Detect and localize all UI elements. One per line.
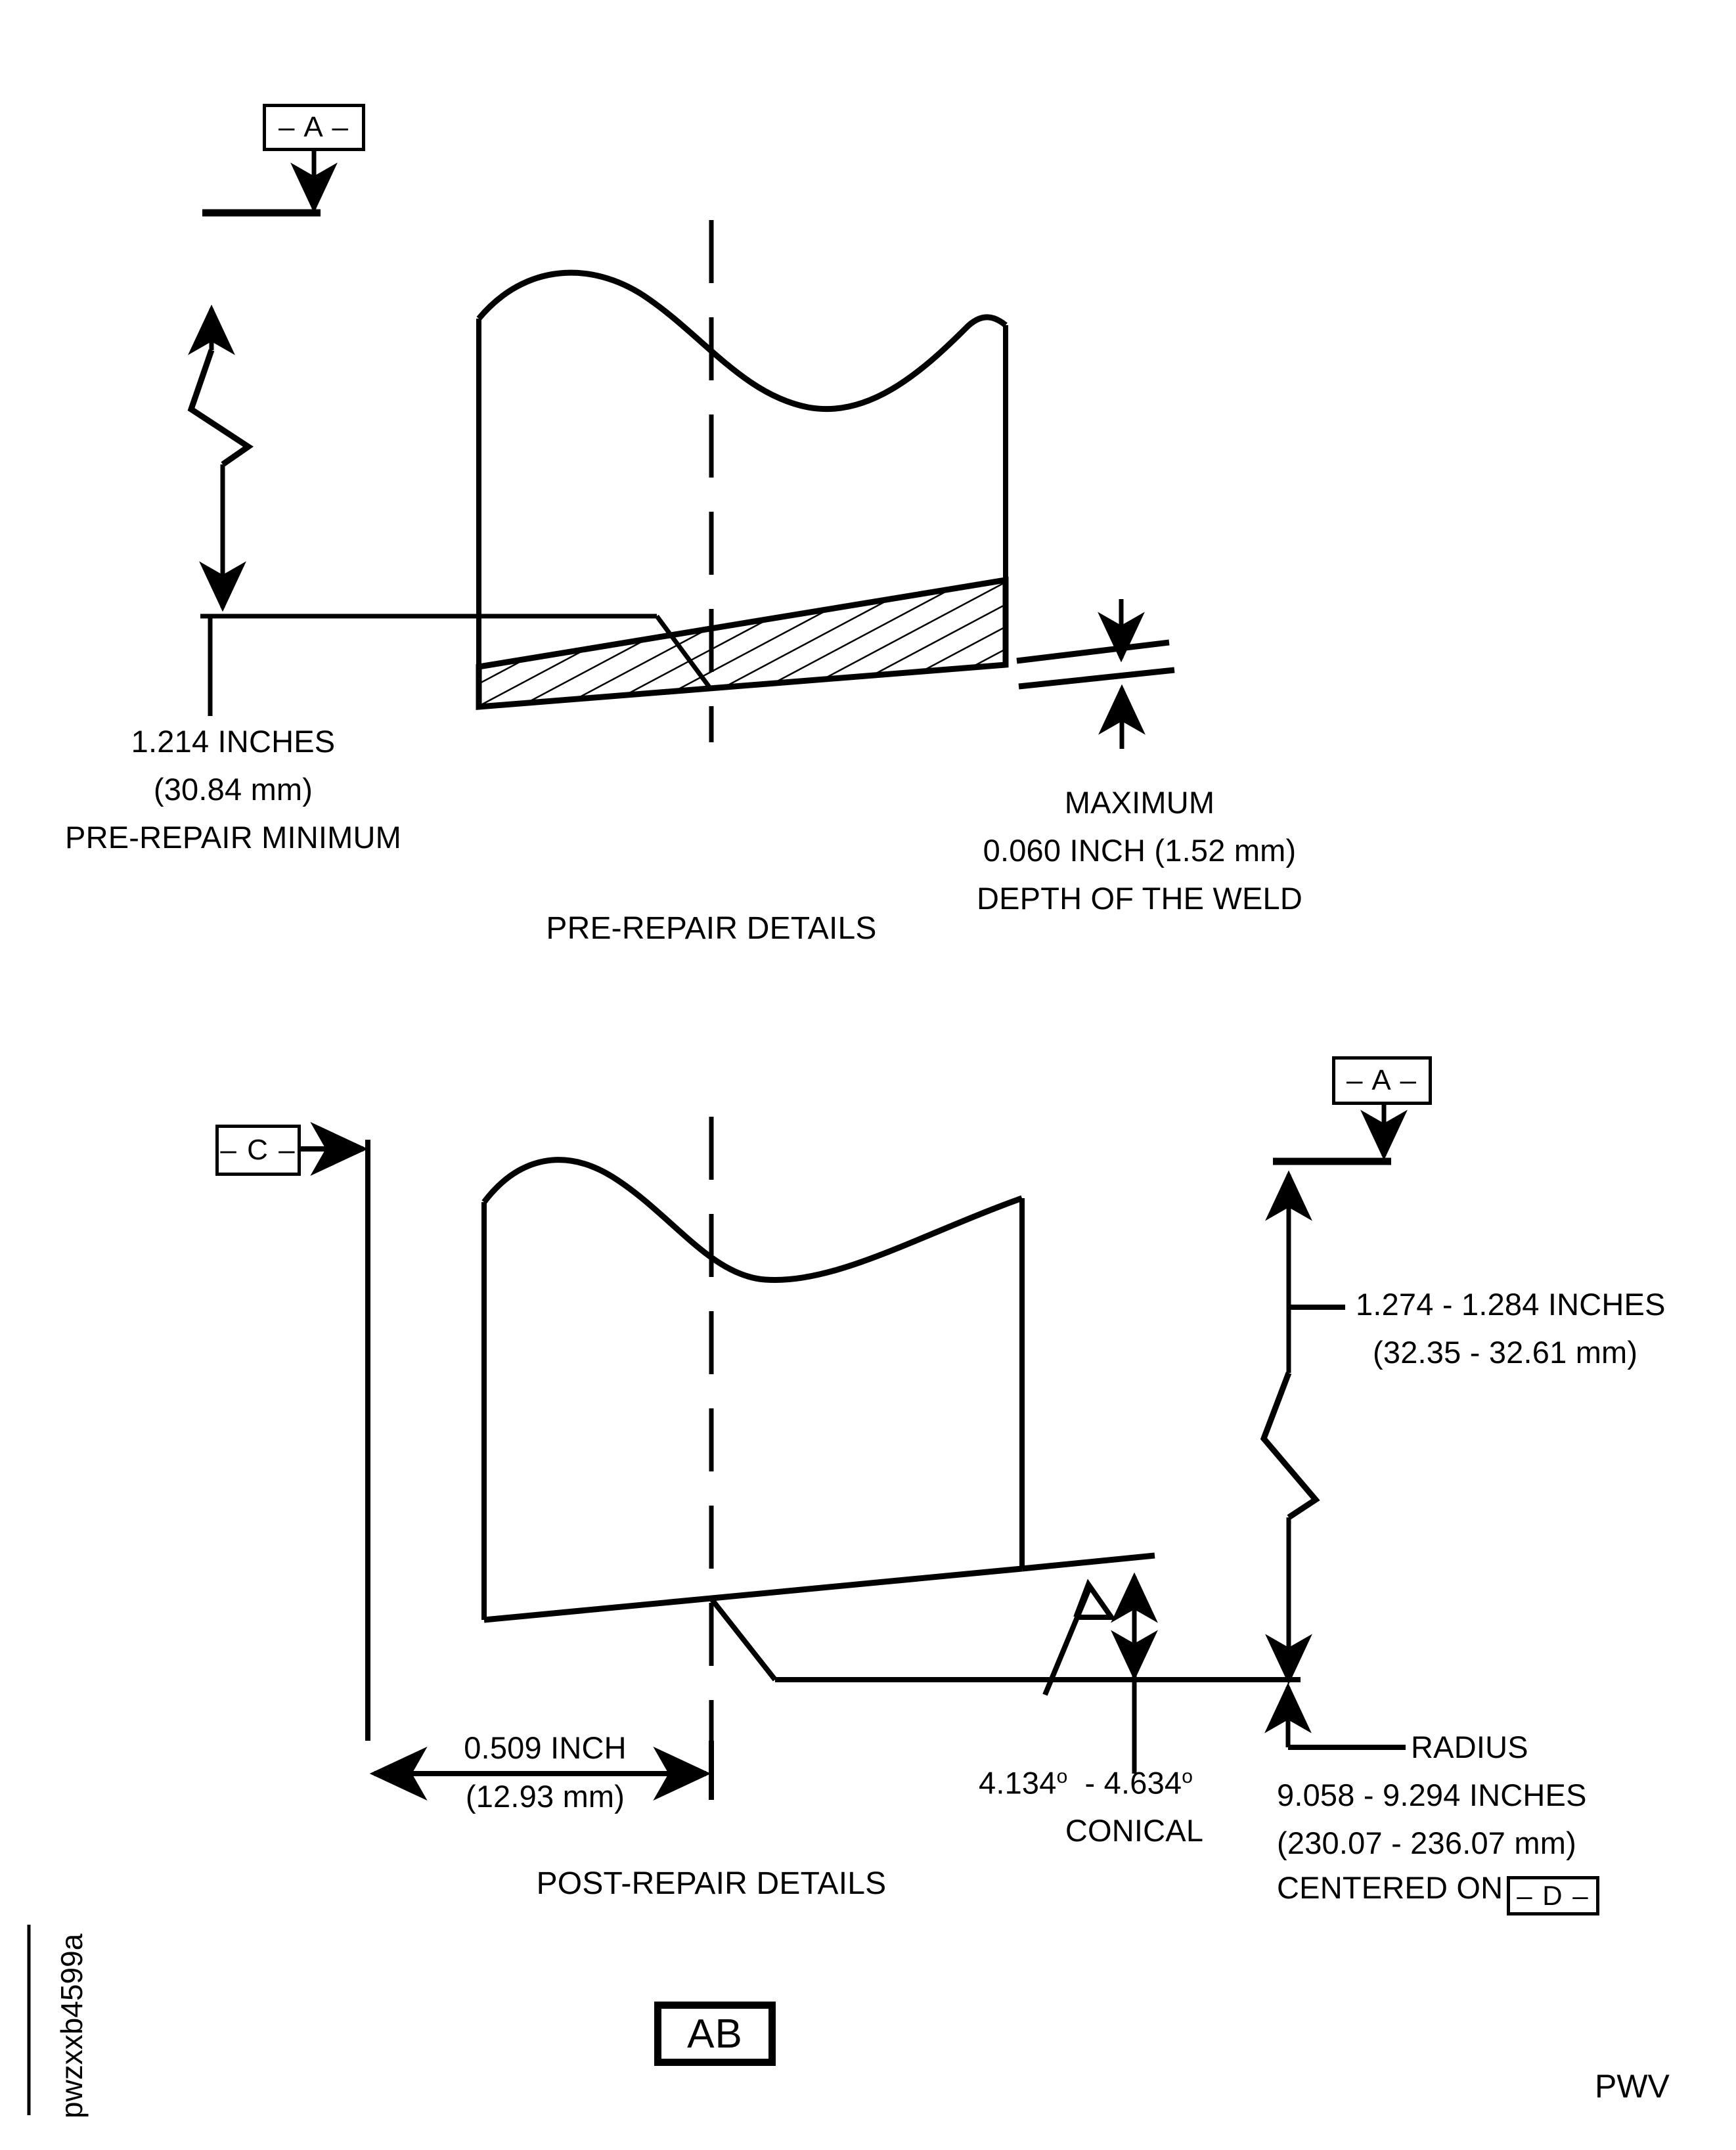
weld-band-bottom-extension-pre (1018, 667, 1175, 690)
figure-tag-label: AB (687, 2011, 743, 2057)
radius-note-line1: RADIUS (1411, 1730, 1528, 1764)
datum-feature-c-post: – C – (215, 1125, 301, 1176)
conical-angle-label: CONICAL (1065, 1813, 1204, 1848)
conical-angle-values: 4.134o- 4.634o (979, 1767, 1193, 1799)
weld-band-top-extension-pre (1016, 639, 1170, 664)
conical-angle-min: 4.134 (979, 1765, 1057, 1801)
radius-note-line4-row: CENTERED ON– D – (1277, 1872, 1599, 1915)
datum-feature-d-post: – D – (1507, 1876, 1599, 1915)
part-bottom-slope-post (483, 1565, 1023, 1623)
weld-depth-note-line2: 0.060 INCH (1.52 mm) (983, 833, 1297, 868)
post-repair-view-title: POST-REPAIR DETAILS (536, 1866, 887, 1901)
datum-a-label-post: – A – (1347, 1064, 1417, 1096)
part-bottom-jog-post (709, 1597, 778, 1682)
pre-repair-min-dim-line1: 1.214 INCHES (131, 724, 336, 759)
pre-repair-min-dim-line2: (30.84 mm) (153, 772, 313, 807)
radius-note-line2: 9.058 - 9.294 INCHES (1277, 1778, 1587, 1812)
conical-angle-max: 4.634 (1103, 1765, 1182, 1801)
datum-feature-a-pre: – A – (263, 104, 365, 151)
degree-symbol-min-icon: o (1056, 1766, 1068, 1787)
weld-depth-note-line1: MAXIMUM (1064, 785, 1215, 820)
pre-repair-view (187, 151, 1175, 749)
part-top-break-wave-pre (476, 269, 1008, 413)
datum-c-label-post: – C – (220, 1134, 296, 1166)
sheet-code-vertical: pwzxxb4599a (55, 1933, 89, 2118)
conical-angle-separator: - (1084, 1765, 1096, 1801)
post-repair-view (299, 1093, 1408, 1801)
break-symbol-pre (187, 349, 254, 467)
post-repair-height-dim-line2: (32.35 - 32.61 mm) (1373, 1335, 1638, 1370)
pre-repair-view-title: PRE-REPAIR DETAILS (546, 911, 877, 946)
weld-depth-note-line3: DEPTH OF THE WELD (976, 881, 1303, 916)
post-repair-height-dim-line1: 1.274 - 1.284 INCHES (1356, 1287, 1666, 1322)
datum-a-label-pre: – A – (278, 111, 349, 143)
sheet-code-corner: PWV (1595, 2068, 1670, 2105)
weld-band-hatch-pre (476, 576, 1009, 710)
radius-note-line3: (230.07 - 236.07 mm) (1277, 1825, 1576, 1860)
datum-feature-a-post: – A – (1332, 1056, 1432, 1105)
figure-tag-ab: AB (654, 2002, 776, 2066)
degree-symbol-max-icon: o (1182, 1766, 1193, 1787)
break-symbol-post (1260, 1372, 1320, 1520)
radius-note-line4: CENTERED ON (1277, 1870, 1503, 1905)
conical-surface-extension-post (1021, 1552, 1155, 1572)
part-top-break-wave-post (481, 1157, 1023, 1284)
weld-symbol-leader-line-post (1042, 1584, 1093, 1696)
pre-repair-min-dim-line3: PRE-REPAIR MINIMUM (65, 820, 401, 855)
post-repair-width-dim-line1: 0.509 INCH (464, 1730, 627, 1765)
post-repair-width-dim-line2: (12.93 mm) (465, 1779, 625, 1814)
